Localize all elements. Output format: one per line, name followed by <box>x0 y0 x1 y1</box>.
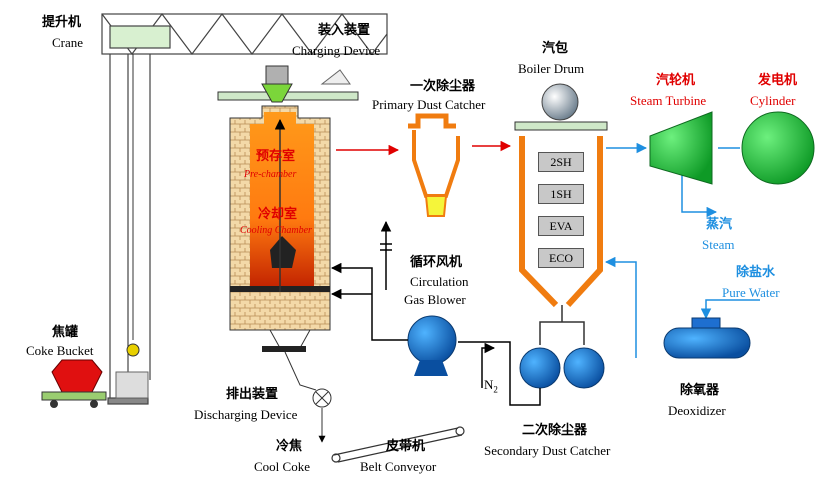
charging-label-en: Charging Device <box>292 43 381 58</box>
hot-gas-flow <box>336 140 512 156</box>
purewater-label-en: Pure Water <box>722 285 780 300</box>
turbine-label-cn: 汽轮机 <box>656 73 696 88</box>
generator-label-en: Cylinder <box>750 93 796 108</box>
steam-turbine <box>649 111 713 185</box>
discharge-label-en: Discharging Device <box>194 407 298 422</box>
coolcoke-label-cn: 冷焦 <box>276 439 303 454</box>
coke-bucket <box>41 359 107 408</box>
bucket-label-en: Coke Bucket <box>26 343 94 358</box>
primary-label-cn: 一次除尘器 <box>410 79 476 94</box>
gas-pipes <box>330 220 541 406</box>
deox-label-cn: 除氧器 <box>680 383 720 398</box>
crane-structure <box>101 13 388 405</box>
hoist-hook <box>115 54 149 399</box>
circulation-gas-blower <box>407 315 457 376</box>
generator <box>741 111 815 185</box>
cdq-chamber <box>229 105 331 352</box>
discharge-label-cn: 排出装置 <box>226 387 279 402</box>
blower-label-en-1: Circulation <box>410 274 469 289</box>
coolcoke-label-en: Cool Coke <box>254 459 310 474</box>
purewater-label-cn: 除盐水 <box>736 265 776 280</box>
cooling-label-en: Cooling Chamber <box>240 225 312 236</box>
crane-label-cn: 提升机 <box>42 15 82 30</box>
cooling-label-cn: 冷却室 <box>258 207 298 222</box>
belt-label-cn: 皮带机 <box>386 439 426 454</box>
steam-water-flow <box>604 142 760 358</box>
n2-label: N2 <box>484 378 498 395</box>
drum-label-en: Boiler Drum <box>518 61 585 76</box>
discharging-device <box>284 351 332 443</box>
prechamber-label-cn: 预存室 <box>256 149 296 164</box>
primary-dust-catcher <box>408 113 460 217</box>
steam-label-en: Steam <box>702 237 735 252</box>
steam-label-cn: 蒸汽 <box>706 217 733 232</box>
belt-conveyor <box>331 426 465 463</box>
crane-label-en: Crane <box>52 35 84 50</box>
charging-label-cn: 装入装置 <box>318 23 371 38</box>
charging-device <box>217 65 359 103</box>
primary-label-en: Primary Dust Catcher <box>372 97 486 112</box>
secondary-dust-catcher <box>519 305 605 389</box>
prechamber-label-en: Pre-chamber <box>244 169 297 180</box>
blower-label-cn: 循环风机 <box>410 255 463 270</box>
boiler <box>514 83 608 308</box>
generator-label-cn: 发电机 <box>758 73 798 88</box>
secondary-label-en: Secondary Dust Catcher <box>484 443 611 458</box>
deoxidizer <box>663 317 751 359</box>
secondary-label-cn: 二次除尘器 <box>522 423 588 438</box>
n2-label-main: N <box>484 377 494 392</box>
boiler-section-1sh: 1SH <box>538 184 584 204</box>
bucket-label-cn: 焦罐 <box>52 325 79 340</box>
n2-label-sub: 2 <box>493 384 498 395</box>
belt-label-en: Belt Conveyor <box>360 459 437 474</box>
boiler-section-eco: ECO <box>538 248 584 268</box>
boiler-section-2sh: 2SH <box>538 152 584 172</box>
boiler-section-eva: EVA <box>538 216 584 236</box>
blower-label-en-2: Gas Blower <box>404 292 466 307</box>
deox-label-en: Deoxidizer <box>668 403 726 418</box>
drum-label-cn: 汽包 <box>542 41 569 56</box>
turbine-label-en: Steam Turbine <box>630 93 707 108</box>
